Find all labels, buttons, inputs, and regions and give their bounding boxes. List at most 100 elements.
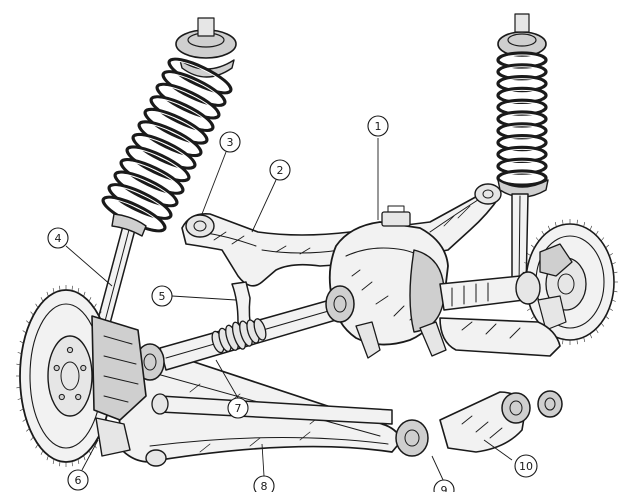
tone-ring-tooth [22,330,27,334]
spring-coil-turn [131,132,197,170]
spring-coil-turn [167,57,233,95]
spring-coil-highlight [500,172,544,184]
tone-ring-tooth [17,398,22,400]
callout-leaders [65,138,513,483]
tone-ring-tooth [589,333,593,339]
tone-ring-tooth [576,339,578,345]
callout-8: 8 [253,475,275,492]
tone-ring-tooth [46,455,49,461]
tone-ring-tooth [611,262,616,265]
tone-ring-tooth [535,237,540,242]
tone-ring-tooth [16,386,21,389]
tone-ring-tooth [16,363,21,366]
callout-label: 8 [261,480,268,492]
left-brake-disc [16,285,147,467]
spring-coil-turn [119,158,185,195]
tone-ring-tooth [609,308,613,311]
left-strut-assembly [91,17,237,347]
callout-label: 6 [75,474,82,487]
tone-ring-tooth [589,225,593,231]
callout-1: 1 [367,115,389,137]
spring-coil-turn [161,70,227,107]
callout-7: 7 [227,397,249,419]
tone-ring-tooth [541,230,545,236]
tone-ring-tooth [30,311,34,316]
spring-coil-turn [155,82,221,120]
tone-ring-tooth [83,291,86,297]
right-drive-shaft [439,271,541,311]
tone-ring-tooth [98,311,102,316]
tone-ring-tooth [59,285,61,291]
right-strut-assembly [496,13,549,291]
tone-ring-tooth [530,244,535,249]
tone-ring-tooth [22,418,27,422]
tone-ring-tooth [613,271,618,274]
tone-ring-tooth [35,303,39,308]
left-coil-spring [101,57,233,233]
tone-ring-tooth [40,297,44,302]
tone-ring-tooth [46,291,49,297]
tone-ring-tooth [77,288,80,293]
right-brake-disc [522,219,618,345]
callout-label: 5 [159,290,166,303]
spring-coil-turn [137,120,203,158]
tone-ring-tooth [71,461,73,467]
callout-3: 3 [219,131,241,153]
spring-coil-turn [125,145,191,183]
spring-coil-turn [113,170,179,208]
tone-ring-tooth [52,459,55,464]
tone-ring-tooth [93,303,97,308]
tone-ring-tooth [576,219,578,225]
spring-coil-turn [496,169,548,187]
tone-ring-tooth [530,315,535,320]
callout-9: 9 [433,479,455,492]
callout-label: 4 [55,232,62,245]
tone-ring-tooth [19,408,24,412]
tone-ring-tooth [613,290,618,293]
tone-ring-tooth [524,262,529,265]
rear-toe-link [151,393,393,425]
tone-ring-tooth [611,299,616,302]
wheel-stud [53,364,60,372]
right-trailing-arm [439,317,561,357]
tone-ring-tooth [595,230,599,236]
tone-ring-tooth [35,444,39,449]
subframe-rear-mount [439,390,563,453]
callout-4: 4 [47,227,69,249]
wheel-stud [75,393,82,401]
cv-boot-fold [253,318,267,341]
tone-ring-tooth [583,337,586,342]
tone-ring-tooth [40,450,44,455]
tone-ring-tooth [26,428,30,432]
tone-ring-tooth [609,253,613,256]
tone-ring-tooth [605,315,610,320]
callout-label: 1 [375,120,382,133]
callout-10: 10 [514,454,538,478]
tone-ring-tooth [52,288,55,293]
callout-label: 2 [277,164,284,177]
tone-ring-tooth [26,320,30,324]
tone-ring-tooth [71,285,73,291]
tone-ring-tooth [562,219,564,225]
tone-ring-tooth [562,339,564,345]
tone-ring-tooth [547,225,551,231]
tone-ring-tooth [19,340,24,344]
wheel-stud [58,393,65,401]
spring-coil-turn [143,107,209,145]
subframe [181,183,502,287]
tone-ring-tooth [17,352,22,354]
callout-label: 10 [519,460,533,473]
spring-coil-turn [107,183,173,220]
tone-ring-tooth [605,244,610,249]
callout-5: 5 [151,285,173,307]
callouts: 1 2 3 4 5 6 7 8 [47,115,538,492]
tone-ring-tooth [595,328,599,334]
spring-coil-turn [149,95,215,132]
callout-label: 9 [441,484,448,492]
tone-ring-tooth [527,308,531,311]
left-drive-shaft [135,285,355,381]
tone-ring-tooth [83,455,86,461]
tone-ring-tooth [59,461,61,467]
callout-label: 3 [227,136,234,149]
tone-ring-tooth [554,222,557,227]
